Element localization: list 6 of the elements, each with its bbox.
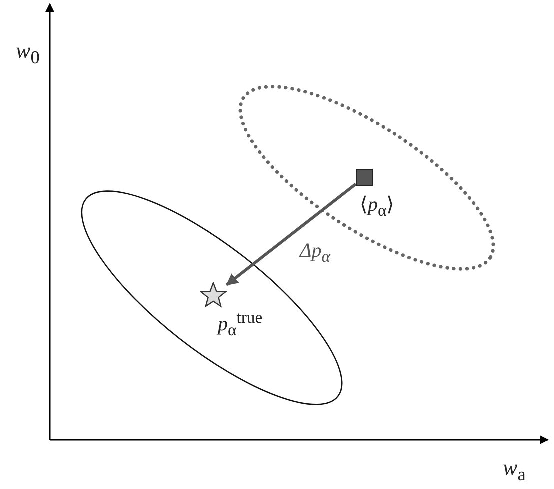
marker-label: ⟨p$_{α}$⟩ bbox=[360, 193, 395, 221]
star-marker bbox=[200, 282, 227, 309]
axis-label: w$_{a}$ bbox=[503, 455, 526, 486]
arrow bbox=[226, 182, 357, 286]
axis-label: w$_{0}$ bbox=[16, 38, 40, 68]
square-marker bbox=[356, 169, 373, 186]
